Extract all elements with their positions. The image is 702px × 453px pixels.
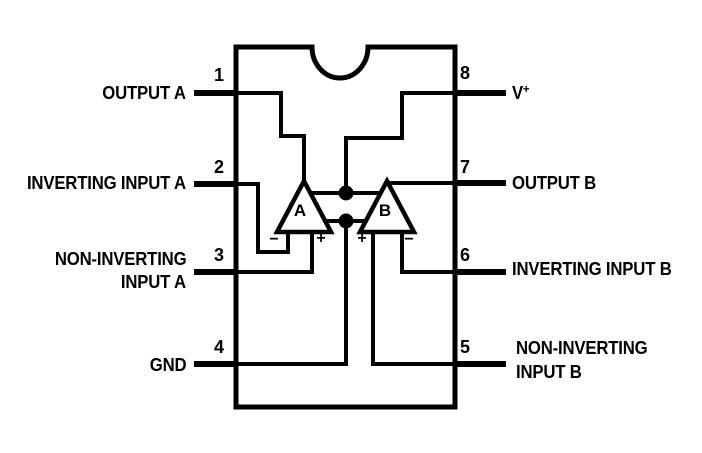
pin-7-label: OUTPUT B [512, 173, 597, 193]
pin-6-number: 6 [459, 245, 470, 265]
vplus-letter: V [512, 83, 523, 103]
opamp-a-minus-sign: − [269, 231, 279, 248]
opamp-b-triangle-icon [356, 176, 418, 235]
pin1-to-opamp-a-output-trace [236, 91, 306, 182]
ic-package-outline-with-notch-icon [233, 44, 458, 410]
pin-5-number: 5 [459, 337, 470, 357]
junction-dot-upper-icon [338, 185, 354, 201]
pin-2-label: INVERTING INPUT A [27, 173, 186, 193]
pin-3-number: 3 [213, 245, 224, 265]
pin-7-number: 7 [459, 157, 470, 177]
pin-5-label-line1: NON-INVERTING [516, 338, 648, 358]
opamp-a-plus-sign: + [316, 230, 326, 247]
opamp-b-label: B [378, 201, 392, 220]
vplus-superscript: + [522, 82, 530, 96]
pin-5-label-line2: INPUT B [516, 362, 582, 382]
pin-8-number: 8 [459, 63, 470, 83]
opamp-a-triangle-icon [273, 176, 335, 235]
pin2-to-opamp-a-inverting-trace [236, 182, 290, 254]
pin8-vplus-trace [344, 91, 455, 190]
opamp-b-minus-sign: − [404, 231, 414, 248]
junction-dot-lower-icon [338, 213, 354, 229]
pin-2-number: 2 [213, 157, 224, 177]
opamp-a-label: A [293, 201, 307, 220]
pin4-gnd-trace [236, 226, 348, 366]
pin-1-label: OUTPUT A [102, 83, 187, 103]
pin6-to-opamp-b-inverting-trace [400, 232, 455, 274]
pin-4-label: GND [149, 355, 186, 375]
pin-3-label-line1: NON-INVERTING [54, 249, 186, 269]
pin-4-number: 4 [213, 337, 224, 357]
pin-1-number: 1 [213, 65, 224, 85]
pin-8-label: V+ [512, 82, 530, 105]
pin-3-label-line2: INPUT A [120, 272, 186, 292]
pin5-to-opamp-b-noninverting-trace [371, 232, 455, 366]
pin-6-label: INVERTING INPUT B [512, 259, 672, 279]
opamp-b-plus-sign: + [357, 230, 367, 247]
pin3-to-opamp-a-noninverting-trace [236, 232, 314, 274]
